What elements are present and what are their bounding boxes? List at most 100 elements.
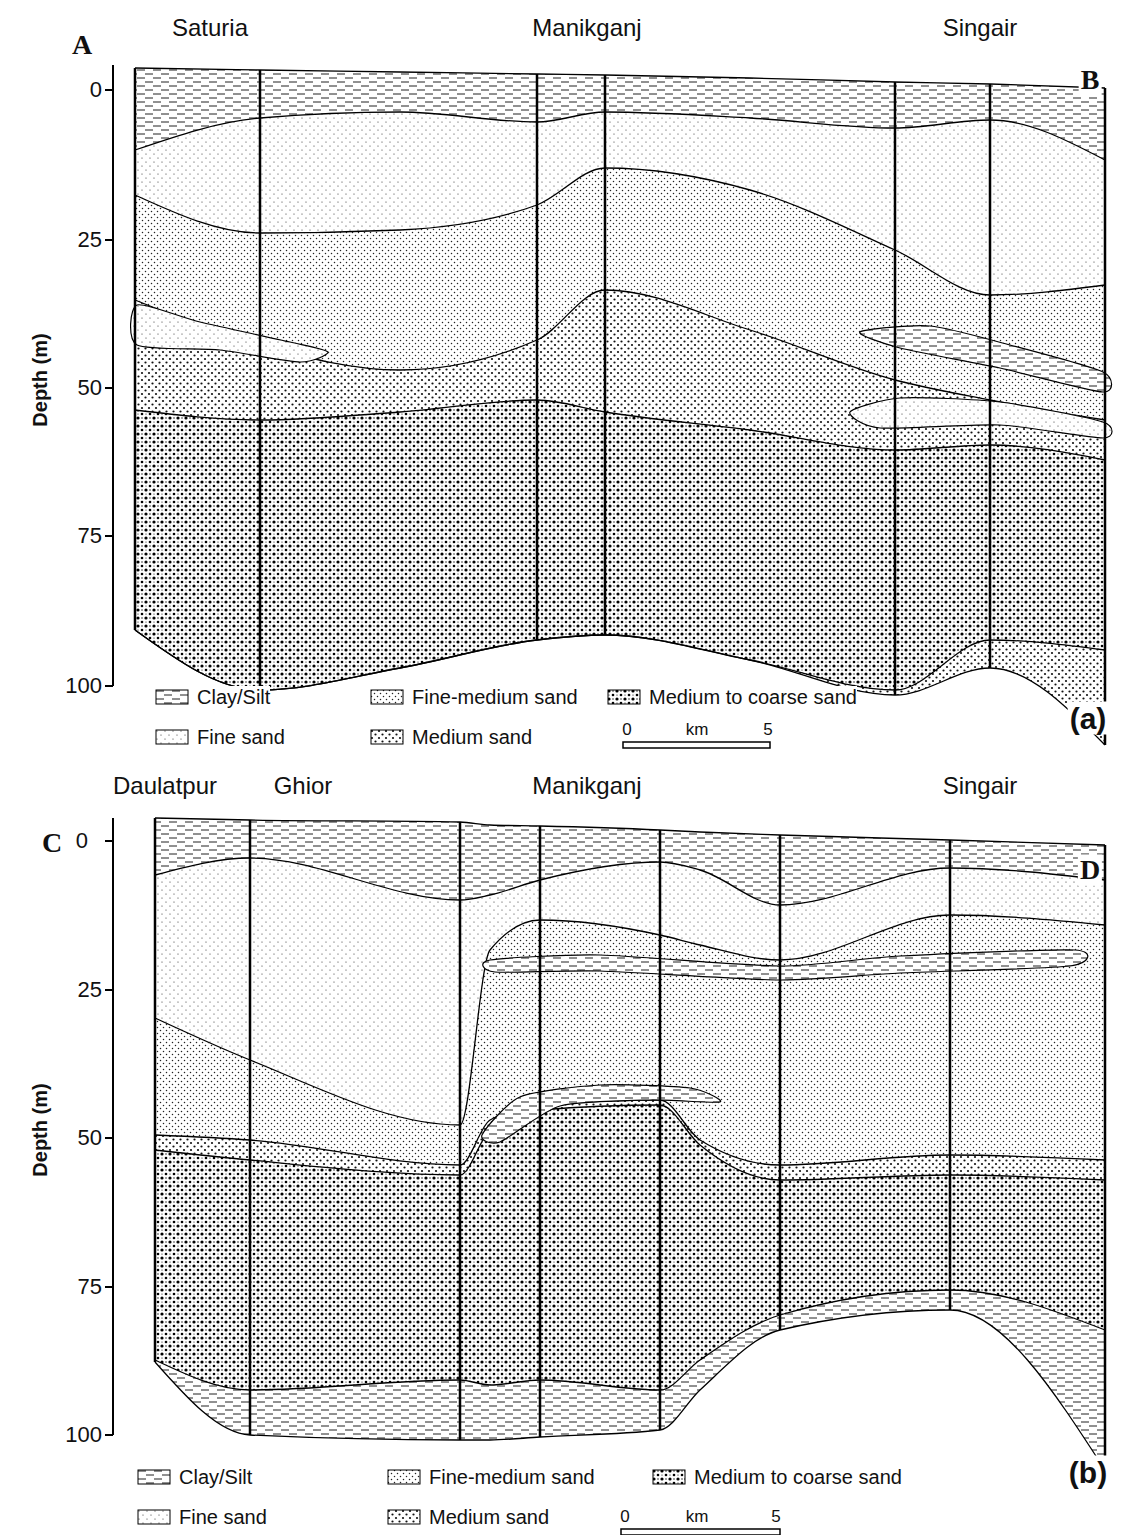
borehole-line xyxy=(894,82,897,695)
panel-label: (a) xyxy=(1068,702,1109,735)
depth-tick: 25 xyxy=(76,978,104,1002)
place-name: Manikganj xyxy=(530,15,643,41)
layer-boundary xyxy=(155,818,1105,845)
legend-text: Medium to coarse sand xyxy=(694,1466,902,1488)
scale-bar xyxy=(621,1529,780,1535)
place-name: Singair xyxy=(941,15,1020,41)
lens xyxy=(860,326,1112,392)
scale-unit: km xyxy=(684,721,711,740)
borehole-line xyxy=(259,70,262,690)
strata-layer xyxy=(155,1105,1105,1390)
scale-number: 5 xyxy=(769,1508,782,1527)
legend-text: Clay/Silt xyxy=(197,686,270,708)
section-b xyxy=(155,818,1105,1470)
legend-item: Medium sand xyxy=(370,726,532,748)
layer-boundary xyxy=(155,1290,1105,1390)
legend-item: Fine-medium sand xyxy=(387,1466,595,1488)
borehole-line xyxy=(539,826,542,1437)
strata-layer xyxy=(135,400,1105,690)
strata-layer xyxy=(155,1290,1105,1470)
depth-tick: 25 xyxy=(76,228,104,252)
legend-item: Medium to coarse sand xyxy=(652,1466,902,1488)
legend-swatch xyxy=(387,1469,421,1485)
borehole-line xyxy=(1104,88,1107,745)
depth-tick: 100 xyxy=(63,674,104,698)
lens xyxy=(483,950,1088,980)
legend-swatch xyxy=(607,689,641,705)
axis-title: Depth (m) xyxy=(29,1081,51,1178)
borehole-line xyxy=(134,68,137,630)
legend-item: Fine sand xyxy=(137,1506,267,1528)
section-end-letter: D xyxy=(1078,855,1102,886)
borehole-line xyxy=(249,820,252,1435)
borehole-line xyxy=(459,822,462,1440)
depth-tick: 75 xyxy=(76,524,104,548)
legend-item: Clay/Silt xyxy=(137,1466,252,1488)
scale-number: 0 xyxy=(618,1508,631,1527)
depth-tick: 0 xyxy=(88,78,104,102)
layer-boundary xyxy=(135,168,1105,295)
section-end-letter: A xyxy=(70,30,94,61)
section-a xyxy=(131,68,1112,745)
place-name: Singair xyxy=(941,773,1020,799)
borehole-line xyxy=(989,84,992,668)
legend-swatch xyxy=(370,729,404,745)
layer-boundary xyxy=(155,1310,1105,1470)
borehole-line xyxy=(1104,845,1107,1470)
legend-text: Medium sand xyxy=(412,726,532,748)
scale-bar xyxy=(623,742,770,748)
scale-unit: km xyxy=(684,1508,711,1527)
legend-swatch xyxy=(137,1509,171,1525)
lens xyxy=(850,398,1112,438)
scale-number: 5 xyxy=(761,721,774,740)
legend-item: Clay/Silt xyxy=(155,686,270,708)
legend-swatch xyxy=(155,729,189,745)
layer-boundary xyxy=(155,1105,1105,1180)
lens xyxy=(131,305,328,362)
legend-text: Clay/Silt xyxy=(179,1466,252,1488)
legend-swatch xyxy=(155,689,189,705)
layer-boundary xyxy=(155,1100,1105,1165)
legend-item: Fine sand xyxy=(155,726,285,748)
legend-item: Medium sand xyxy=(387,1506,549,1528)
borehole-line xyxy=(949,840,952,1310)
layer-boundary xyxy=(135,630,1105,690)
legend-swatch xyxy=(137,1469,171,1485)
depth-tick: 0 xyxy=(74,829,90,853)
legend-item: Fine-medium sand xyxy=(370,686,578,708)
place-name: Ghior xyxy=(272,773,335,799)
lens xyxy=(482,1085,721,1143)
depth-tick: 50 xyxy=(76,1126,104,1150)
borehole-line xyxy=(604,75,607,635)
depth-axis xyxy=(105,818,113,1435)
depth-tick: 50 xyxy=(76,376,104,400)
place-name: Daulatpur xyxy=(111,773,219,799)
borehole-line xyxy=(536,74,539,640)
legend-item: Medium to coarse sand xyxy=(607,686,857,708)
scale-number: 0 xyxy=(620,721,633,740)
depth-tick: 100 xyxy=(63,1423,104,1447)
section-end-letter: C xyxy=(40,828,64,859)
legend-text: Medium sand xyxy=(429,1506,549,1528)
legend-text: Fine sand xyxy=(197,726,285,748)
section-end-letter: B xyxy=(1079,65,1102,96)
legend-swatch xyxy=(652,1469,686,1485)
layer-boundary xyxy=(135,112,1105,160)
depth-axis xyxy=(105,65,113,686)
legend-text: Medium to coarse sand xyxy=(649,686,857,708)
borehole-line xyxy=(659,830,662,1430)
axis-title: Depth (m) xyxy=(29,331,51,428)
layer-boundary xyxy=(135,68,1105,88)
layer-boundary xyxy=(155,858,1105,905)
legend-swatch xyxy=(370,689,404,705)
borehole-line xyxy=(154,818,157,1362)
legend-text: Fine-medium sand xyxy=(429,1466,595,1488)
place-name: Saturia xyxy=(170,15,250,41)
borehole-line xyxy=(779,835,782,1330)
panel-label: (b) xyxy=(1067,1456,1109,1489)
legend-text: Fine-medium sand xyxy=(412,686,578,708)
place-name: Manikganj xyxy=(530,773,643,799)
legend-text: Fine sand xyxy=(179,1506,267,1528)
legend-swatch xyxy=(387,1509,421,1525)
